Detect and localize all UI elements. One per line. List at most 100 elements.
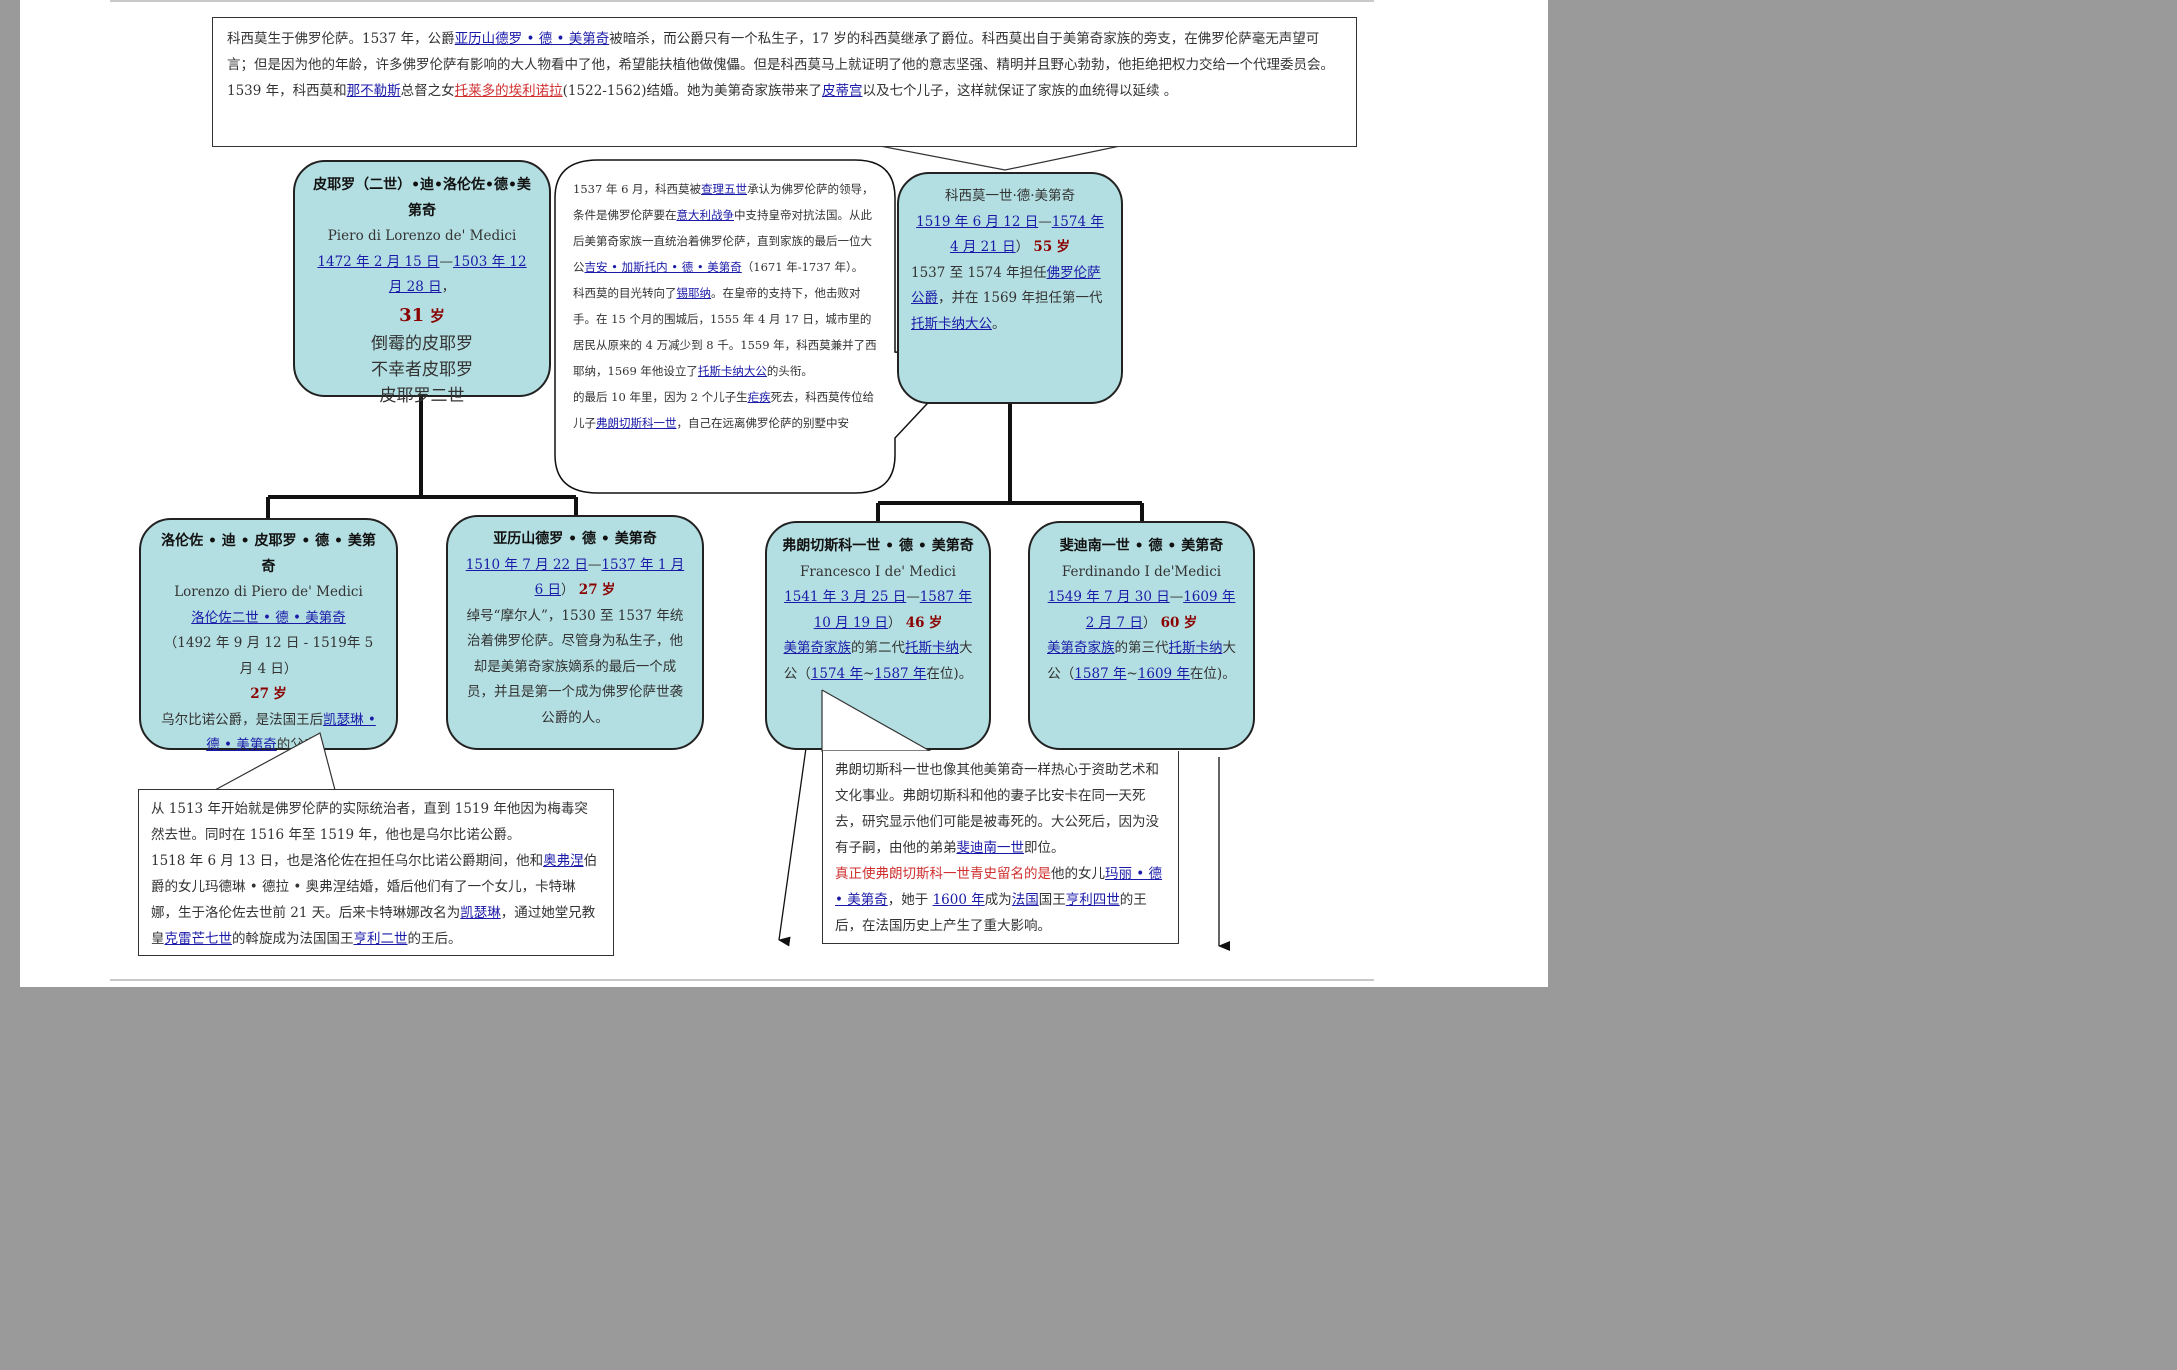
ferdinando-name: 斐迪南一世 • 德 • 美第奇 <box>1059 538 1224 554</box>
wiki-link[interactable]: 1537 年 1 月 6 日 <box>534 556 685 599</box>
wiki-link[interactable]: 托斯卡纳 <box>1168 640 1223 656</box>
text-run: 。 <box>992 315 1006 332</box>
wiki-link[interactable]: 亚历山德罗 • 德 • 美第奇 <box>454 31 610 47</box>
francesco-age-unit: 岁 <box>928 614 943 631</box>
text-run: 的王后。 <box>407 931 462 947</box>
top-rule <box>110 0 1374 2</box>
text-run: 国王 <box>1038 892 1066 908</box>
francesco-note-paragraph-2: 真正使弗朗切斯科一世青史留名的是他的女儿玛丽 • 德 • 美第奇，她于 1600… <box>835 861 1166 939</box>
node-piero: 皮耶罗（二世）•迪•洛伦佐•德•美第奇 Piero di Lorenzo de'… <box>293 160 551 406</box>
wiki-link[interactable]: 1574 年 <box>810 665 863 682</box>
text-run: 以及七个儿子，这样就保证了家族的血统得以延续 。 <box>862 83 1178 99</box>
wiki-link[interactable]: 亨利四世 <box>1065 892 1120 908</box>
wiki-link[interactable]: 凯瑟琳 <box>460 905 501 921</box>
francesco-name: 弗朗切斯科一世 • 德 • 美第奇 <box>782 538 974 554</box>
cosimo-age: 55 <box>1033 239 1053 255</box>
text-run: 弗朗切斯科一世也像其他美第奇一样热心于资助艺术和文化事业。弗朗切斯科和他的妻子比… <box>835 762 1159 856</box>
wiki-link[interactable]: 1600 年 <box>932 892 985 908</box>
text-run: 成为 <box>984 892 1012 908</box>
tree-connectors <box>266 145 1230 951</box>
text-run: ） <box>1142 614 1157 631</box>
text-run: 乌尔比诺公爵，是法国王后 <box>161 711 324 728</box>
wiki-link[interactable]: 1549 年 7 月 30 日 <box>1047 589 1170 605</box>
text-run: 死去，科西莫传位给儿子 <box>573 390 875 430</box>
wiki-link[interactable]: 1587 年 <box>874 665 927 682</box>
wiki-link[interactable]: 奥弗涅 <box>543 853 584 869</box>
wiki-link[interactable]: 1472 年 2 月 15 日 <box>317 253 440 270</box>
piero-age-unit: 岁 <box>429 306 445 325</box>
alessandro-description: 绰号“摩尔人”，1530 至 1537 年统治着佛罗伦萨。尽管身为私生子，他却是… <box>466 607 684 726</box>
text-run: 的王后，在法国历史上产生了重大影响。 <box>835 892 1147 934</box>
wiki-link[interactable]: 1609 年 <box>1137 665 1190 682</box>
lorenzo-alias-link[interactable]: 洛伦佐二世 • 德 • 美第奇 <box>191 609 346 626</box>
bubble-paragraph-3: 的最后 10 年里，因为 2 个儿子生疟疾死去，科西莫传位给儿子弗朗切斯科一世，… <box>573 384 881 436</box>
wiki-link[interactable]: 1587 年 <box>1074 665 1127 682</box>
bubble-paragraph-1: 1537 年 6 月，科西莫被查理五世承认为佛罗伦萨的领导，条件是佛罗伦萨要在意… <box>573 176 881 280</box>
ferdinando-age-unit: 岁 <box>1183 614 1198 631</box>
wiki-link[interactable]: 斐迪南一世 <box>956 840 1025 856</box>
wiki-link[interactable]: 意大利战争 <box>676 208 735 222</box>
text-run: 1539 年，科西莫和 <box>227 83 347 99</box>
wiki-link[interactable]: 疟疾 <box>747 390 771 404</box>
wiki-link[interactable]: 克雷芒七世 <box>164 931 233 947</box>
text-run: 1537 年 6 月，科西莫被 <box>573 182 702 196</box>
text-run: ，她于 <box>887 892 933 908</box>
wiki-redlink[interactable]: 托莱多的埃利诺拉 <box>454 83 563 99</box>
wiki-link[interactable]: 托斯卡纳大公 <box>911 315 992 332</box>
text-run: — <box>587 556 602 573</box>
wiki-link[interactable]: 锡耶纳 <box>676 286 712 300</box>
francesco-note-paragraph-1: 弗朗切斯科一世也像其他美第奇一样热心于资助艺术和文化事业。弗朗切斯科和他的妻子比… <box>835 757 1166 861</box>
text-run: 1537 至 1574 年担任 <box>911 264 1047 281</box>
wiki-link[interactable]: 那不勒斯 <box>346 83 401 99</box>
node-cosimo: 科西莫一世·德·美第奇 1519 年 6 月 12 日—1574 年 4 月 2… <box>897 172 1123 404</box>
text-run: 的最后 10 年里，因为 2 个儿子生 <box>573 390 748 404</box>
wiki-link[interactable]: 美第奇家族 <box>1047 640 1115 656</box>
text-run: — <box>1038 213 1052 230</box>
cosimo-name: 科西莫一世·德·美第奇 <box>944 188 1076 204</box>
wiki-link[interactable]: 法国 <box>1011 892 1039 908</box>
bottom-rule <box>110 979 1374 981</box>
wiki-link[interactable]: 1503 年 12 月 28 日 <box>388 253 527 296</box>
ferdinando-description: 美第奇家族的第三代托斯卡纳大公（1587 年~1609 年在位)。 <box>1042 636 1241 687</box>
alessandro-age: 27 <box>578 582 598 598</box>
cosimo-age-unit: 岁 <box>1056 239 1071 255</box>
alessandro-age-unit: 岁 <box>601 582 616 598</box>
wiki-link[interactable]: 吉安 • 加斯托内 • 德 • 美第奇 <box>584 260 742 274</box>
wiki-link[interactable]: 玛丽 • 德 • 美第奇 <box>835 866 1163 908</box>
lorenzo-note-paragraph-1: 从 1513 年开始就是佛罗伦萨的实际统治者，直到 1519 年他因为梅毒突然去… <box>151 796 601 848</box>
piero-name: 皮耶罗（二世）•迪•洛伦佐•德•美第奇 <box>313 177 531 219</box>
wiki-link[interactable]: 美第奇家族 <box>783 640 852 656</box>
wiki-link[interactable]: 1574 年 4 月 21 日 <box>949 213 1104 256</box>
wiki-link[interactable]: 皮蒂宫 <box>821 83 863 99</box>
wiki-link[interactable]: 1587 年 10 月 19 日 <box>813 589 972 631</box>
wiki-link[interactable]: 佛罗伦萨公爵 <box>911 264 1101 307</box>
text-run: 在位)。 <box>1189 665 1236 682</box>
wiki-link[interactable]: 查理五世 <box>701 182 748 196</box>
text-run: 的头衔。 <box>766 364 813 378</box>
cosimo-intro-note: 科西莫生于佛罗伦萨。1537 年，公爵亚历山德罗 • 德 • 美第奇被暗杀，而公… <box>212 17 1357 147</box>
text-run: 即位。 <box>1024 840 1065 856</box>
wiki-link[interactable]: 托斯卡纳 <box>905 640 959 656</box>
ferdinando-age: 60 <box>1160 614 1180 631</box>
wiki-link[interactable]: 1541 年 3 月 25 日 <box>784 589 907 605</box>
text-run: ） <box>887 614 902 631</box>
wiki-link[interactable]: 亨利二世 <box>353 931 408 947</box>
node-ferdinando: 斐迪南一世 • 德 • 美第奇 Ferdinando I de'Medici 1… <box>1028 521 1255 750</box>
wiki-link[interactable]: 弗朗切斯科一世 <box>596 416 677 430</box>
text-run: 大公（ <box>1047 640 1236 682</box>
cosimo-dates: 1519 年 6 月 12 日—1574 年 4 月 21 日） <box>916 214 1104 256</box>
alessandro-dates: 1510 年 7 月 22 日—1537 年 1 月 6 日） <box>466 557 684 599</box>
wiki-link[interactable]: 1519 年 6 月 12 日 <box>916 213 1039 230</box>
text-run: 1518 年 6 月 13 日，也是洛伦佐在担任乌尔比诺公爵期间，他和 <box>151 853 544 869</box>
text-run: 被暗杀，而公爵只有一个私生子，17 岁的科西莫继承了爵位。科西莫出自于美第奇家族… <box>227 31 1334 73</box>
wiki-link[interactable]: 1510 年 7 月 22 日 <box>465 556 588 573</box>
wiki-link[interactable]: 托斯卡纳大公 <box>697 364 767 378</box>
ferdinando-latin-name: Ferdinando I de'Medici <box>1061 563 1222 580</box>
text-run: (1522-1562)结婚。她为美第奇家族带来了 <box>562 83 822 99</box>
lorenzo-dates: （1492 年 9 月 12 日 - 1519年 5 月 4 日） <box>163 635 374 677</box>
text-run: ，自己在远离佛罗伦萨的别墅中安 <box>676 416 850 430</box>
wiki-link[interactable]: 1609 年 2 月 7 日 <box>1085 589 1236 631</box>
text-run: ，通过她堂兄教皇 <box>151 905 596 947</box>
text-run: 在位)。 <box>926 665 973 682</box>
node-francesco: 弗朗切斯科一世 • 德 • 美第奇 Francesco I de' Medici… <box>765 521 991 750</box>
